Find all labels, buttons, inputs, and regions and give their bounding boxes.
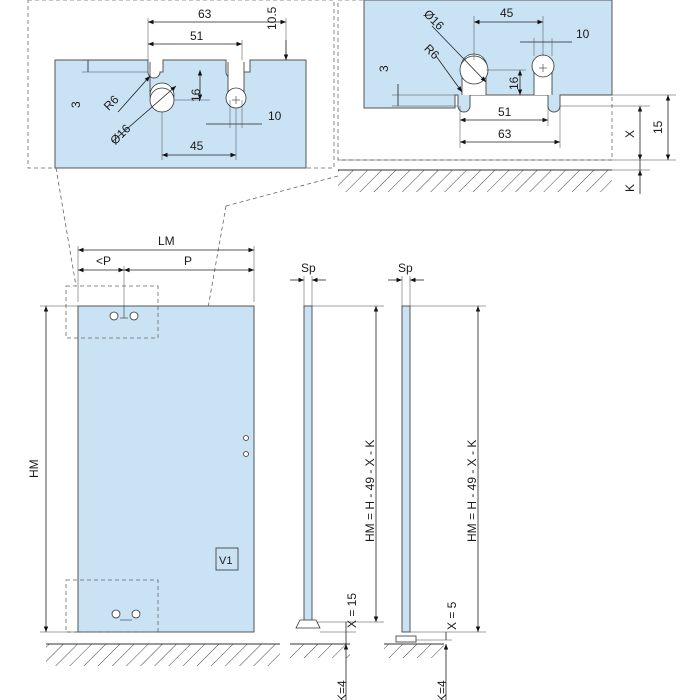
dim-lt-p: <P (96, 254, 111, 268)
side2-dim-x: X = 5 (445, 601, 459, 630)
front-top-detail-frame (65, 285, 159, 339)
dim-right-x: X (623, 130, 637, 138)
front-glass-panel (77, 305, 255, 633)
detail-left-hole-d16 (149, 87, 175, 113)
panel-label-box (215, 547, 239, 571)
dim-left-10-5: 10.5 (265, 6, 279, 30)
dim-left-51: 51 (190, 29, 204, 43)
front-bottom-hole-1 (111, 609, 121, 619)
front-bottom-detail-frame (65, 579, 159, 633)
dim-right-63: 63 (498, 127, 512, 141)
side2-floor (384, 644, 444, 658)
dim-left-10: 10 (268, 109, 282, 123)
side1-floor (290, 644, 350, 658)
side-view-1: Sp HM = H - 49 - X - K X = 15 K=4 (290, 261, 384, 700)
dim-left-3: 3 (69, 101, 83, 108)
dim-right-3: 3 (377, 65, 391, 72)
dim-right-10: 10 (576, 27, 590, 41)
front-bottom-hole-2 (131, 609, 141, 619)
side1-dim-hm: HM = H - 49 - X - K (363, 440, 377, 542)
front-view: V1 LM <P P HM (27, 234, 280, 666)
detail-left: 63 51 10.5 3 R6 Ø16 16 10 45 (27, 0, 335, 169)
front-floor (46, 644, 280, 666)
side1-glass (303, 305, 313, 623)
dim-right-45: 45 (500, 6, 514, 20)
dim-right-15: 15 (651, 120, 665, 134)
side2-glass (401, 305, 411, 633)
detail-right-floor (338, 170, 612, 192)
front-top-hole-1 (109, 311, 119, 321)
dim-left-45: 45 (190, 139, 204, 153)
dim-right-k: K (623, 184, 637, 192)
side1-dim-sp: Sp (301, 261, 316, 275)
dim-right-51: 51 (498, 105, 512, 119)
side1-fitting (295, 619, 321, 629)
side2-dim-k: K=4 (435, 680, 449, 700)
leader-right-1 (225, 175, 339, 207)
panel-label: V1 (219, 555, 232, 567)
front-handle-hole-2 (243, 451, 249, 457)
side1-dim-x: X = 15 (345, 593, 359, 628)
dim-left-16: 16 (189, 88, 203, 102)
leader-left (55, 167, 77, 287)
dim-lm: LM (158, 234, 175, 248)
dim-front-hm: HM (27, 459, 41, 478)
dim-left-63: 63 (198, 7, 212, 21)
front-handle-hole-1 (243, 435, 249, 441)
front-top-hole-2 (129, 311, 139, 321)
side2-dim-sp: Sp (398, 261, 413, 275)
side-view-2: Sp HM = H - 49 - X - K X = 5 K=4 (384, 261, 486, 700)
dim-p: P (184, 254, 192, 268)
side1-dim-k: K=4 (335, 680, 349, 700)
side2-dim-hm: HM = H - 49 - X - K (465, 440, 479, 542)
dim-right-16: 16 (507, 76, 521, 90)
side2-fitting (395, 635, 417, 643)
detail-right: Ø16 45 10 R6 3 16 51 63 (337, 0, 676, 194)
